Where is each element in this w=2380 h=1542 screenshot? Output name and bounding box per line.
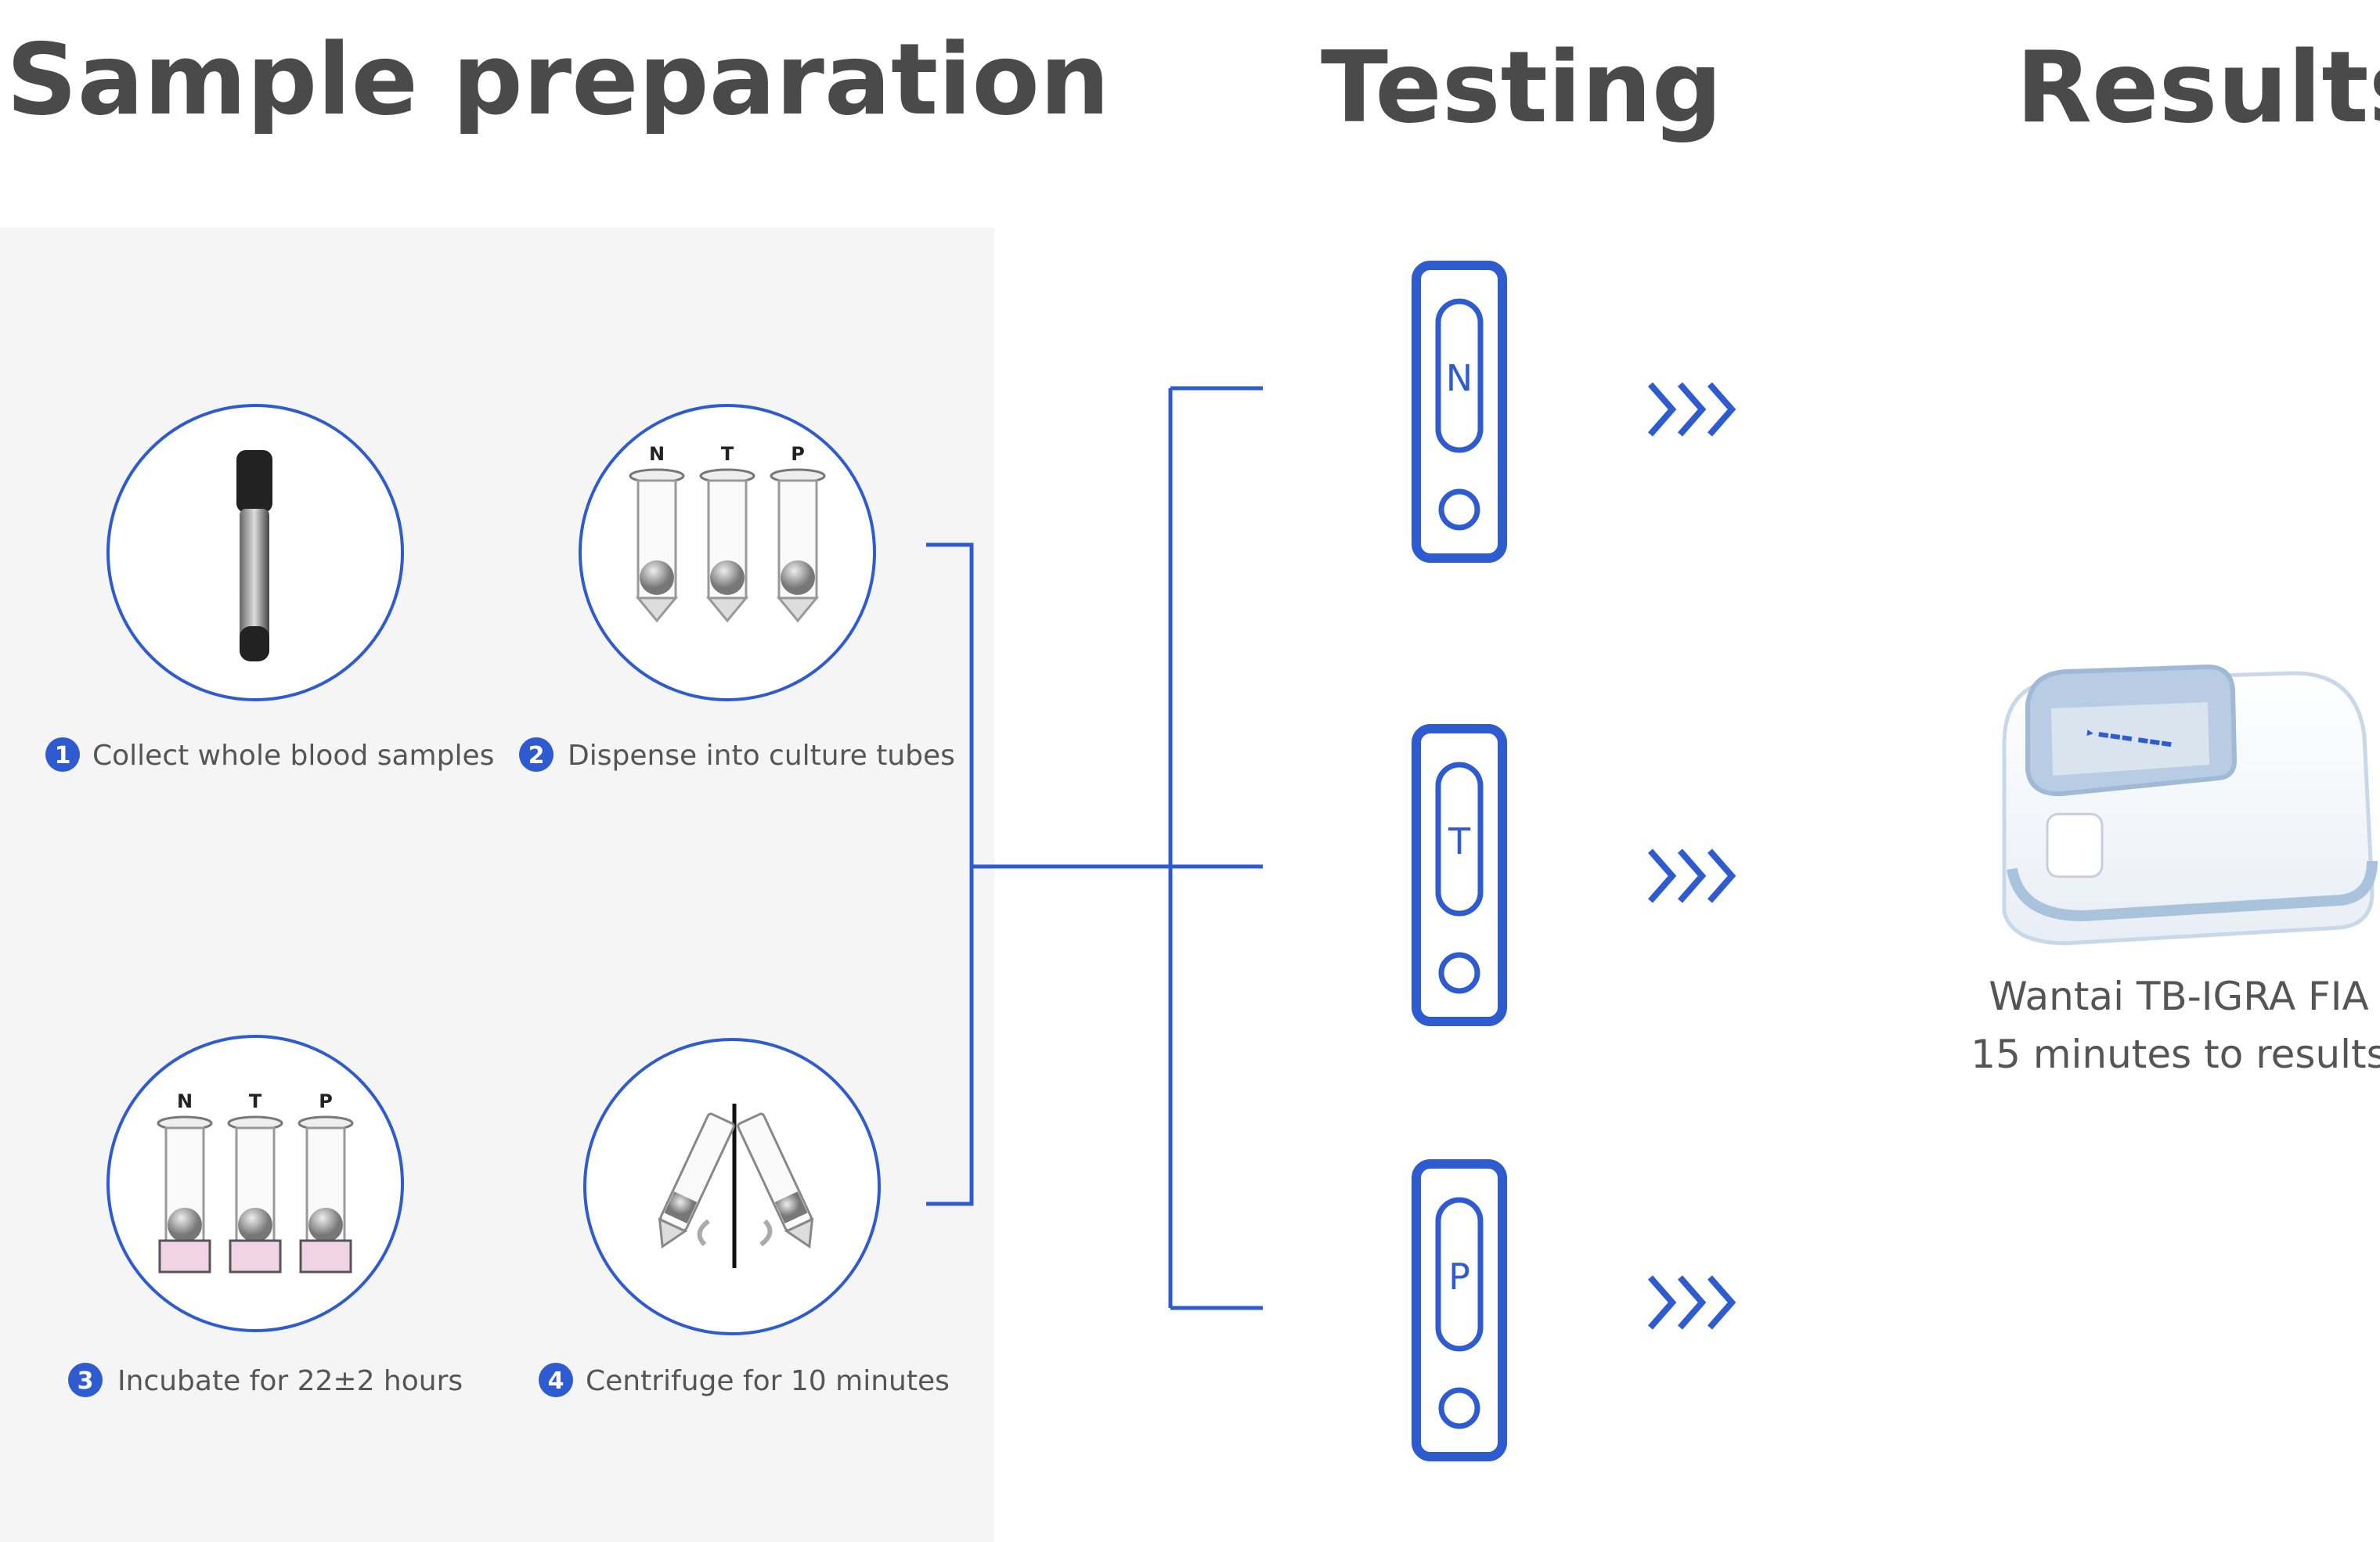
results-title: Results (2016, 30, 2380, 145)
culture-tube: T (699, 443, 755, 623)
step-number: 4 (548, 1367, 564, 1395)
culture-tube: P (770, 443, 826, 623)
test-cassette-t: T (1412, 724, 1507, 1026)
tube-label: N (649, 443, 665, 465)
tube-label: N (177, 1090, 193, 1112)
chevron-arrow-icon (1647, 848, 1736, 903)
step-1: 1 Collect whole blood samples (45, 404, 494, 772)
step-4: 4 Centrifuge for 10 minutes (539, 1038, 950, 1397)
step-number: 2 (528, 742, 545, 769)
step-number-badge (45, 737, 80, 772)
chevron-arrow-icon (1647, 1275, 1736, 1330)
step-label: Dispense into culture tubes (568, 740, 955, 772)
device-time-to-results: 15 minutes to results (1971, 1032, 2380, 1077)
culture-tube: T (227, 1090, 283, 1274)
sample-well (1438, 1387, 1480, 1429)
step-number-badge (539, 1363, 573, 1397)
step-number-badge (519, 737, 554, 772)
sample-preparation-panel (0, 228, 994, 1542)
tube-label: P (319, 1090, 333, 1112)
test-cassette-n: N (1412, 261, 1507, 563)
sample-preparation-title: Sample preparation (6, 22, 1110, 137)
cassette-label: P (1448, 1256, 1470, 1298)
step-label: Incubate for 22±2 hours (117, 1365, 463, 1397)
test-cassette-p: P (1412, 1159, 1507, 1461)
step-number: 1 (55, 742, 71, 769)
tube-label: P (791, 443, 805, 465)
step-label: Collect whole blood samples (92, 740, 494, 772)
cassette-label: T (1448, 820, 1471, 863)
culture-tube: N (629, 443, 685, 623)
step-2: N T P 2 Dispense into culture tubes (519, 404, 955, 772)
chevron-arrow-icon (1647, 382, 1736, 437)
testing-title: Testing (1321, 30, 1722, 145)
centrifuge-icon (658, 1104, 814, 1268)
sample-well (1438, 952, 1480, 994)
step-3: N T P 3 Incubate for 22±2 hours (68, 1035, 463, 1397)
sample-well (1438, 488, 1480, 531)
culture-tube: N (157, 1090, 213, 1274)
step-number: 3 (78, 1367, 94, 1395)
device-name: Wantai TB-IGRA FIA (1989, 974, 2369, 1019)
tube-label: T (721, 443, 734, 465)
tube-label: T (249, 1090, 262, 1112)
cassette-label: N (1446, 357, 1473, 399)
blood-collection-tube-icon (236, 450, 272, 661)
step-circle (583, 1038, 881, 1335)
culture-tube: P (298, 1090, 354, 1274)
step-label: Centrifuge for 10 minutes (586, 1365, 950, 1397)
connector-lines (926, 386, 1263, 1310)
step-number-badge (68, 1363, 103, 1397)
sample-bracket (926, 542, 974, 1206)
fluorescence-analyzer-device-icon: ▸ ▬▬▬ ▬▬▬ (2002, 664, 2378, 946)
